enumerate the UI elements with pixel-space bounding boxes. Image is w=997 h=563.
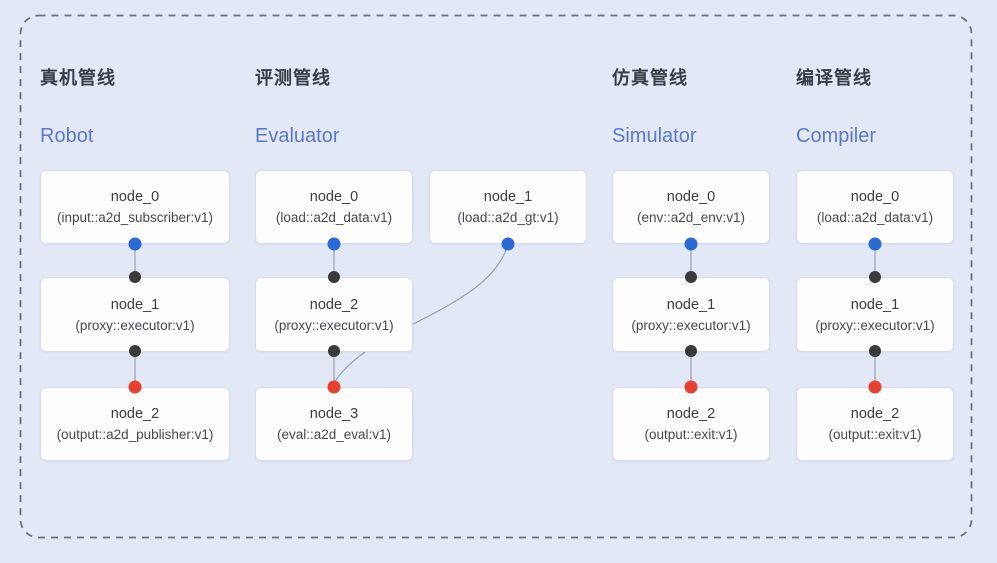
node-type: (env::a2d_env:v1) [636, 210, 746, 225]
pipeline-title-en-compiler: Compiler [796, 125, 877, 147]
node-type: (proxy::executor:v1) [75, 317, 195, 333]
pipeline-header-robot: 真机管线 Robot [40, 0, 230, 160]
edge-evaluator-gt-to-eval-curve [333, 243, 509, 384]
node-type: (load::a2d_gt:v1) [457, 210, 559, 225]
pipeline-title-en-robot: Robot [40, 125, 94, 147]
node-type: (proxy::executor:v1) [815, 317, 935, 333]
node-compiler-node1: node_1 (proxy::executor:v1) [796, 277, 954, 352]
node-name: node_2 [850, 406, 900, 422]
node-name: node_0 [309, 189, 359, 205]
node-name: node_3 [309, 406, 359, 422]
node-name: node_2 [110, 406, 160, 422]
node-robot-node0: node_0 (input::a2d_subscriber:v1) [40, 170, 230, 244]
node-type: (proxy::executor:v1) [631, 317, 751, 333]
pipeline-title-cn-robot: 真机管线 [40, 68, 116, 88]
node-name: node_0 [666, 189, 716, 205]
pipeline-title-cn-compiler: 编译管线 [796, 68, 872, 88]
node-simulator-node1: node_1 (proxy::executor:v1) [612, 277, 770, 352]
node-name: node_2 [309, 296, 359, 313]
node-type: (load::a2d_data:v1) [275, 210, 393, 225]
node-type: (output::exit:v1) [828, 427, 922, 442]
node-name: node_0 [110, 189, 160, 205]
node-evaluator-node2: node_2 (proxy::executor:v1) [255, 277, 413, 352]
pipeline-title-cn-simulator: 仿真管线 [612, 68, 688, 88]
node-robot-node2: node_2 (output::a2d_publisher:v1) [40, 387, 230, 461]
node-type: (eval::a2d_eval:v1) [276, 427, 392, 442]
node-compiler-node2: node_2 (output::exit:v1) [796, 387, 954, 461]
pipeline-header-compiler: 编译管线 Compiler [796, 0, 954, 160]
dashed-frame [19, 14, 973, 539]
node-evaluator-node0: node_0 (load::a2d_data:v1) [255, 170, 413, 244]
node-evaluator-node3: node_3 (eval::a2d_eval:v1) [255, 387, 413, 461]
pipeline-title-en-simulator: Simulator [612, 125, 697, 147]
node-name: node_1 [850, 296, 900, 313]
node-type: (load::a2d_data:v1) [816, 210, 934, 225]
node-type: (output::a2d_publisher:v1) [56, 427, 214, 442]
pipeline-title-cn-evaluator: 评测管线 [255, 68, 331, 88]
node-compiler-node0: node_0 (load::a2d_data:v1) [796, 170, 954, 244]
node-name: node_1 [666, 296, 716, 313]
pipeline-title-en-evaluator: Evaluator [255, 125, 340, 147]
node-name: node_1 [483, 189, 533, 205]
pipeline-header-evaluator: 评测管线 Evaluator [255, 0, 587, 160]
pipeline-header-simulator: 仿真管线 Simulator [612, 0, 770, 160]
node-robot-node1: node_1 (proxy::executor:v1) [40, 277, 230, 352]
node-type: (proxy::executor:v1) [274, 317, 394, 333]
node-simulator-node0: node_0 (env::a2d_env:v1) [612, 170, 770, 244]
node-type: (input::a2d_subscriber:v1) [56, 210, 214, 225]
node-evaluator-node1: node_1 (load::a2d_gt:v1) [429, 170, 587, 244]
node-name: node_2 [666, 406, 716, 422]
node-name: node_0 [850, 189, 900, 205]
node-name: node_1 [110, 296, 160, 313]
node-simulator-node2: node_2 (output::exit:v1) [612, 387, 770, 461]
node-type: (output::exit:v1) [644, 427, 738, 442]
